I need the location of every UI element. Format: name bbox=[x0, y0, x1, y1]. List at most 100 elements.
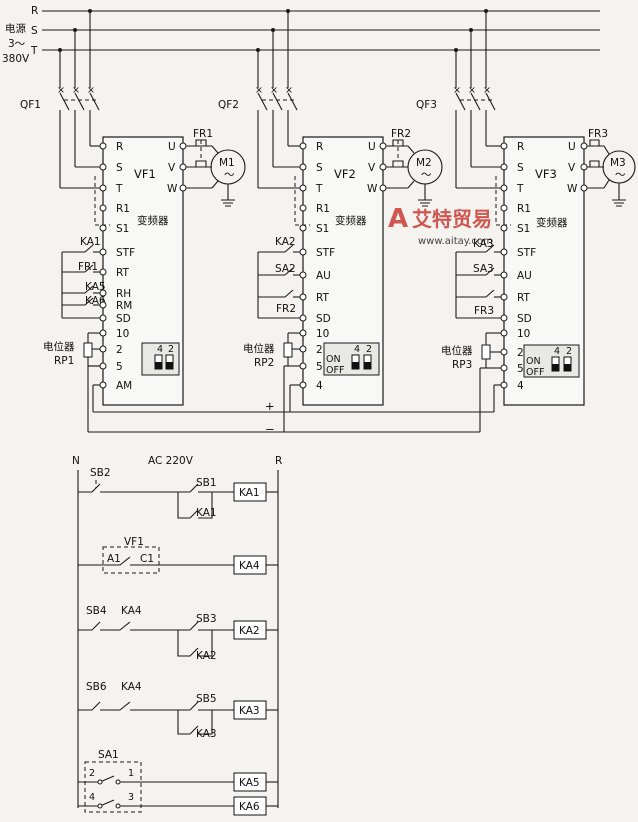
stop-button-sb2-icon bbox=[78, 483, 234, 493]
vf2-pin-v: V bbox=[368, 162, 376, 174]
svg-text:～: ～ bbox=[421, 169, 432, 181]
motor-label-m1: M1 bbox=[219, 157, 235, 169]
vf1-fault-contact-icon bbox=[78, 556, 234, 566]
svg-text:×: × bbox=[285, 85, 293, 96]
potentiometer-rp1-icon bbox=[83, 342, 93, 358]
inverter-unit-1: ××× QF1 VF1 变频器 R S T R1 S1 U V W FR1 M1… bbox=[20, 11, 246, 432]
source-voltage: 380V bbox=[2, 53, 30, 65]
svg-text:×: × bbox=[483, 85, 491, 96]
sa1-contact-1-icon bbox=[78, 775, 234, 783]
vf1-pin-w: W bbox=[167, 183, 178, 195]
relay-label-fr1: FR1 bbox=[193, 128, 213, 140]
bus-minus: − bbox=[265, 422, 275, 436]
ka1-hold-label: KA1 bbox=[196, 507, 217, 519]
line-r-label: R bbox=[31, 5, 38, 17]
relay-label-fr3: FR3 bbox=[588, 128, 608, 140]
sa1-contact-2-icon bbox=[78, 799, 234, 807]
sb1-label: SB1 bbox=[196, 477, 217, 489]
watermark-logo: A 艾特贸易 www.aitay.com bbox=[388, 204, 493, 247]
vf1-relay-box bbox=[102, 546, 160, 574]
vf3-pin-stf: STF bbox=[517, 247, 536, 259]
vf1-pin-u: U bbox=[168, 141, 176, 153]
vf3-pin-r1: R1 bbox=[517, 203, 531, 215]
selector-sa1-box bbox=[84, 761, 142, 813]
vf2-pin-sd: SD bbox=[316, 313, 331, 325]
vf3-pin-au: AU bbox=[517, 270, 532, 282]
svg-text:KA5: KA5 bbox=[239, 777, 260, 789]
contact-label-fr2: FR2 bbox=[276, 303, 296, 315]
svg-text:×: × bbox=[72, 85, 80, 96]
thermal-relay-fr2-icon bbox=[392, 139, 404, 167]
hold-contact-ka2-icon bbox=[177, 630, 213, 657]
svg-text:OFF: OFF bbox=[526, 367, 544, 378]
analog-bus: + − bbox=[88, 399, 494, 436]
vf2-pin-s1: S1 bbox=[316, 223, 329, 235]
motor-label-m3: M3 bbox=[610, 157, 626, 169]
ground-icon bbox=[612, 183, 626, 207]
vf1-pin-v: V bbox=[168, 162, 176, 174]
source-phase: 3～ bbox=[8, 38, 26, 50]
ka3-hold-label: KA3 bbox=[196, 728, 217, 740]
line-s-label: S bbox=[31, 25, 38, 37]
svg-text:C1: C1 bbox=[140, 553, 154, 565]
vf1-pin-s: S bbox=[116, 162, 123, 174]
vf2-pin-au: AU bbox=[316, 270, 331, 282]
watermark-brand: 艾特贸易 bbox=[412, 207, 492, 231]
breaker-label-qf1: QF1 bbox=[20, 99, 41, 111]
vf3-pin-4: 4 bbox=[517, 380, 524, 392]
sb6-label: SB6 bbox=[86, 681, 107, 693]
svg-text:×: × bbox=[270, 85, 278, 96]
breaker-label-qf3: QF3 bbox=[416, 99, 437, 111]
vf1-pin-s1: S1 bbox=[116, 223, 129, 235]
contact-label-ka3: KA3 bbox=[473, 238, 494, 250]
pot-label-3: 电位器 bbox=[441, 344, 473, 357]
source-label: 电源 bbox=[5, 22, 26, 35]
svg-text:KA6: KA6 bbox=[239, 801, 260, 813]
vf2-pin-w: W bbox=[367, 183, 378, 195]
ka4-label-2: KA4 bbox=[121, 681, 142, 693]
vf3-pin-t: T bbox=[516, 183, 524, 195]
vf2-pin-r: R bbox=[316, 141, 323, 153]
sb4-label: SB4 bbox=[86, 605, 107, 617]
contact-label-sa2: SA2 bbox=[275, 263, 296, 275]
ka2-hold-label: KA2 bbox=[196, 650, 217, 662]
contact-label-ka5: KA5 bbox=[85, 281, 106, 293]
potentiometer-rp2-icon bbox=[283, 342, 293, 358]
vf1-pin-5: 5 bbox=[116, 361, 123, 373]
vf1-pin-rt: RT bbox=[116, 267, 130, 279]
svg-text:4: 4 bbox=[354, 344, 360, 355]
vf1-pin-rm: RM bbox=[116, 300, 132, 312]
phase-label: R bbox=[275, 455, 282, 467]
contact-label-fr1: FR1 bbox=[78, 261, 98, 273]
svg-text:ON: ON bbox=[526, 356, 541, 367]
pot-name-rp2: RP2 bbox=[254, 357, 274, 369]
sa1-label: SA1 bbox=[98, 749, 119, 761]
vf3-pin-sd: SD bbox=[517, 313, 532, 325]
sb5-label: SB5 bbox=[196, 693, 217, 705]
motor-label-m2: M2 bbox=[416, 157, 432, 169]
supply-label: AC 220V bbox=[148, 455, 194, 467]
vf2-pin-4: 4 bbox=[316, 380, 323, 392]
thermal-relay-fr3-icon bbox=[589, 139, 600, 167]
breaker-qf2-icon: ××× bbox=[255, 85, 298, 111]
inverter-label-vf1: 变频器 bbox=[137, 214, 169, 227]
breaker-label-qf2: QF2 bbox=[218, 99, 239, 111]
relay-label-fr2: FR2 bbox=[391, 128, 411, 140]
line-t-label: T bbox=[30, 45, 38, 57]
control-ladder: N AC 220V R SB2 SB1 KA1 KA1 VF1 A1 C1 KA… bbox=[72, 455, 282, 816]
inverter-name-vf3: VF3 bbox=[535, 167, 557, 181]
bus-plus: + bbox=[265, 399, 275, 413]
svg-text:KA3: KA3 bbox=[239, 705, 260, 717]
ground-icon bbox=[418, 184, 432, 207]
svg-text:ON: ON bbox=[326, 354, 341, 365]
inverter-label-vf2: 变频器 bbox=[335, 214, 367, 227]
ka4-label-1: KA4 bbox=[121, 605, 142, 617]
pot-label-2: 电位器 bbox=[243, 342, 275, 355]
svg-text:OFF: OFF bbox=[326, 365, 344, 376]
vf1-pin-2: 2 bbox=[116, 344, 123, 356]
inverter-unit-3: ××× QF3 VF3 变频器 R S T R1 S1 U V W FR3 M3… bbox=[416, 11, 636, 432]
vf3-pin-10: 10 bbox=[517, 328, 530, 340]
vf3-pin-5: 5 bbox=[517, 363, 524, 375]
vf1-pin-10: 10 bbox=[116, 328, 129, 340]
sb2-label: SB2 bbox=[90, 467, 111, 479]
